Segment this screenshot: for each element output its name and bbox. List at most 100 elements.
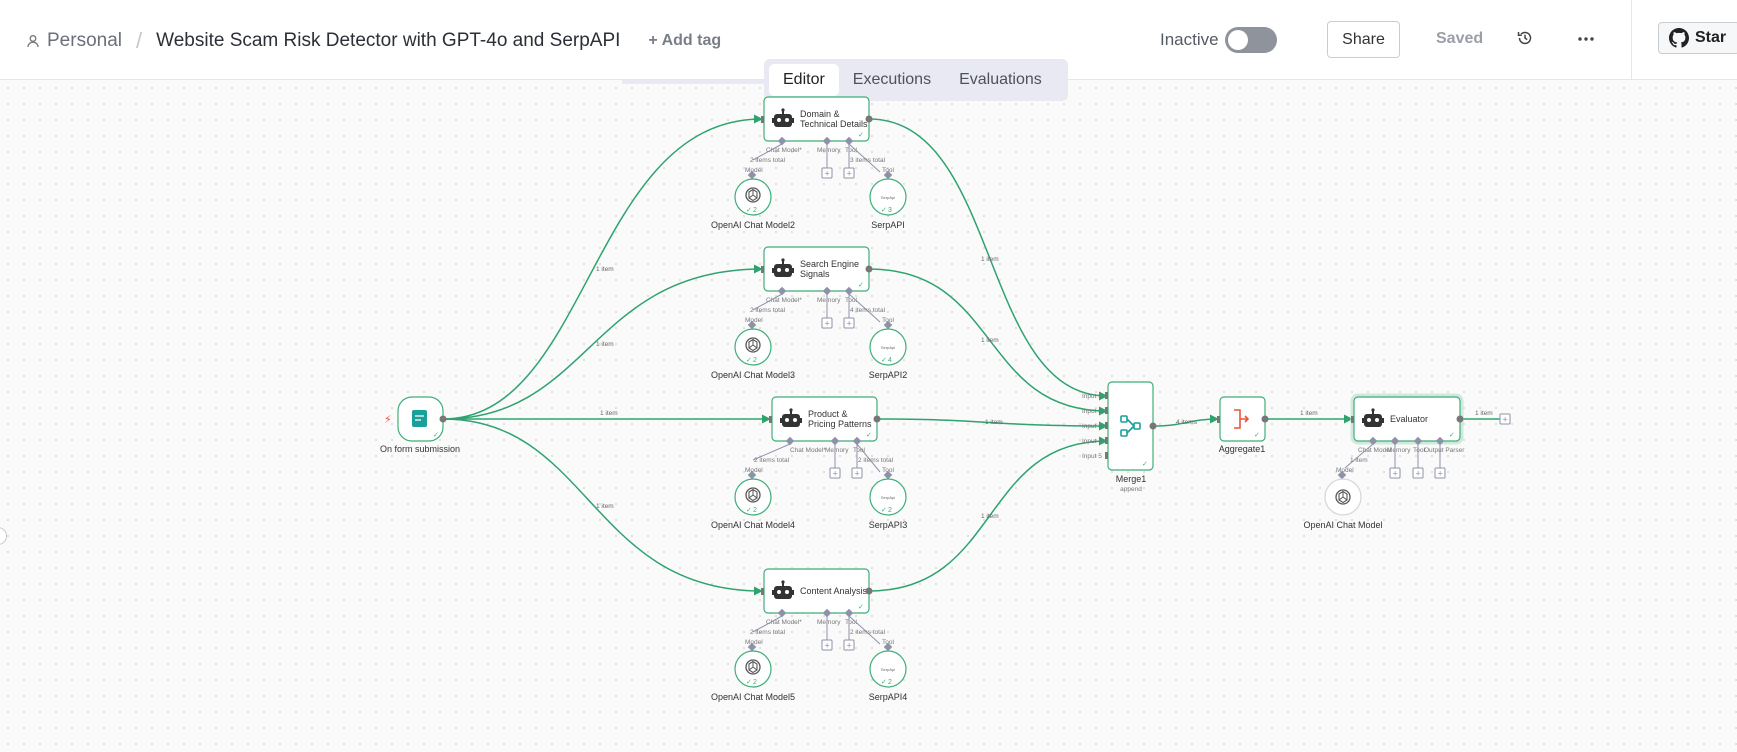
svg-text:✓: ✓ bbox=[1142, 461, 1148, 468]
openai-model-node-3[interactable]: Model ✓ 2 OpenAI Chat Model3 bbox=[711, 317, 795, 380]
svg-text:✓: ✓ bbox=[881, 679, 887, 686]
openai-model-node-eval[interactable]: Model OpenAI Chat Model bbox=[1303, 467, 1382, 530]
svg-text:Chat Model*: Chat Model* bbox=[766, 147, 802, 154]
add-tag-button[interactable]: + Add tag bbox=[648, 32, 722, 49]
agent-node-domain[interactable]: Domain & Technical Details ✓ Chat Model*… bbox=[750, 96, 886, 179]
saved-status: Saved bbox=[1436, 30, 1484, 47]
svg-text:Tool: Tool bbox=[1413, 447, 1425, 454]
agent-node-product[interactable]: Product & Pricing Patterns ✓ Chat Model*… bbox=[752, 396, 894, 479]
svg-text:Input 5: Input 5 bbox=[1082, 453, 1102, 460]
svg-text:Memory: Memory bbox=[825, 447, 849, 454]
svg-text:✓: ✓ bbox=[866, 432, 872, 439]
svg-text:2 items total: 2 items total bbox=[750, 307, 786, 314]
svg-text:Memory: Memory bbox=[817, 297, 841, 304]
wire-label: 1 item bbox=[596, 266, 614, 273]
header-divider bbox=[1631, 0, 1632, 80]
agent-label: Domain & bbox=[800, 109, 840, 119]
tab-executions[interactable]: Executions bbox=[852, 71, 932, 88]
svg-text:2: 2 bbox=[753, 679, 757, 686]
svg-text:✓: ✓ bbox=[746, 507, 752, 514]
svg-text:3 items total: 3 items total bbox=[850, 157, 886, 164]
serpapi-node-4[interactable]: Tool SerpApi ✓ 2 SerpAPI4 bbox=[869, 639, 908, 702]
serpapi-node-2[interactable]: Tool SerpApi ✓ 4 SerpAPI2 bbox=[869, 317, 908, 380]
openai-model-node-4[interactable]: Model ✓ 2 OpenAI Chat Model4 bbox=[711, 467, 795, 530]
svg-text:✓: ✓ bbox=[1254, 432, 1260, 439]
svg-text:2: 2 bbox=[753, 207, 757, 214]
svg-text:2: 2 bbox=[753, 357, 757, 364]
aggregate-node[interactable]: ✓ Aggregate1 bbox=[1217, 396, 1269, 454]
svg-text:Tool: Tool bbox=[882, 167, 894, 174]
svg-text:Model: Model bbox=[745, 317, 763, 324]
connection-wires bbox=[442, 114, 1500, 596]
aggregate-label: Aggregate1 bbox=[1219, 444, 1266, 454]
view-tabs: Editor Executions Evaluations bbox=[764, 59, 1068, 101]
wire-label: 1 item bbox=[985, 419, 1003, 426]
svg-text:2 items total: 2 items total bbox=[858, 457, 894, 464]
svg-text:Tool: Tool bbox=[853, 447, 865, 454]
github-star-button[interactable]: Star bbox=[1658, 22, 1737, 54]
svg-text:Chat Model: Chat Model bbox=[1358, 447, 1392, 454]
trigger-node[interactable]: ⚡ ✓ On form submission bbox=[380, 396, 460, 454]
svg-text:✓: ✓ bbox=[858, 604, 864, 611]
svg-text:Memory: Memory bbox=[1387, 447, 1411, 454]
serpapi-label: SerpAPI bbox=[871, 220, 905, 230]
serpapi-label: SerpAPI2 bbox=[869, 370, 908, 380]
project-link[interactable]: Personal bbox=[47, 30, 122, 51]
wire-label: 1 item bbox=[981, 513, 999, 520]
add-node-button[interactable] bbox=[1499, 413, 1511, 425]
svg-text:Input 4: Input 4 bbox=[1082, 438, 1102, 445]
breadcrumb: Personal / Website Scam Risk Detector wi… bbox=[26, 28, 721, 54]
wire-label: 1 item bbox=[1300, 410, 1318, 417]
active-status-label: Inactive bbox=[1160, 30, 1219, 49]
agent-label: Product & bbox=[808, 409, 848, 419]
agent-label: Evaluator bbox=[1390, 414, 1428, 424]
tab-editor[interactable]: Editor bbox=[769, 64, 839, 96]
serpapi-logo: SerpApi bbox=[881, 667, 895, 672]
tab-evaluations[interactable]: Evaluations bbox=[959, 71, 1042, 88]
workflow-name[interactable]: Website Scam Risk Detector with GPT-4o a… bbox=[156, 30, 621, 51]
svg-text:Tool: Tool bbox=[845, 297, 857, 304]
wire-label: 1 item bbox=[1475, 410, 1493, 417]
merge-label: Merge1 bbox=[1116, 474, 1147, 484]
serpapi-node-1[interactable]: Tool SerpApi ✓ 3 SerpAPI bbox=[869, 167, 907, 230]
svg-text:2 items total: 2 items total bbox=[754, 457, 790, 464]
agent-label: Search Engine bbox=[800, 259, 859, 269]
more-options-icon[interactable] bbox=[1576, 29, 1596, 49]
svg-text:2 items total: 2 items total bbox=[850, 629, 886, 636]
svg-text:4 items total: 4 items total bbox=[850, 307, 886, 314]
svg-text:+: + bbox=[825, 169, 830, 179]
active-toggle[interactable] bbox=[1225, 27, 1277, 53]
history-icon[interactable] bbox=[1516, 29, 1534, 47]
svg-text:Tool: Tool bbox=[845, 619, 857, 626]
merge-node[interactable]: ✓ Input 1 Input 2 Input 3 Input 4 Input … bbox=[1082, 381, 1157, 493]
openai-model-node-2[interactable]: Model ✓ 2 OpenAI Chat Model2 bbox=[711, 167, 795, 230]
wire-label: 4 items bbox=[1176, 419, 1198, 426]
svg-text:✓: ✓ bbox=[881, 207, 887, 214]
breadcrumb-separator: / bbox=[136, 28, 143, 53]
svg-text:✓: ✓ bbox=[433, 432, 439, 439]
svg-text:Model: Model bbox=[1336, 467, 1354, 474]
svg-text:Tool: Tool bbox=[845, 147, 857, 154]
wire-label: 1 item bbox=[600, 410, 618, 417]
svg-text:✓: ✓ bbox=[746, 357, 752, 364]
form-icon bbox=[412, 410, 427, 427]
merge-icon bbox=[1120, 415, 1141, 437]
agent-label: Signals bbox=[800, 269, 830, 279]
svg-text:Input 1: Input 1 bbox=[1082, 393, 1102, 400]
svg-text:+: + bbox=[847, 641, 852, 651]
svg-text:+: + bbox=[825, 641, 830, 651]
serpapi-node-3[interactable]: Tool SerpApi ✓ 2 SerpAPI3 bbox=[869, 467, 908, 530]
share-button[interactable]: Share bbox=[1327, 21, 1400, 58]
serpapi-logo: SerpApi bbox=[881, 195, 895, 200]
aggregate-icon bbox=[1234, 409, 1250, 429]
wire-label: 1 item bbox=[596, 503, 614, 510]
wire-label: 1 item bbox=[596, 341, 614, 348]
agent-node-search[interactable]: Search Engine Signals ✓ Chat Model* Memo… bbox=[750, 246, 886, 329]
wire-label: 1 item bbox=[981, 337, 999, 344]
svg-text:Input 3: Input 3 bbox=[1082, 423, 1102, 430]
serpapi-logo: SerpApi bbox=[881, 495, 895, 500]
agent-node-content[interactable]: Content Analysis ✓ Chat Model* Memory To… bbox=[750, 568, 886, 651]
evaluator-node[interactable]: Evaluator ✓ Chat Model Memory Tool Outpu… bbox=[1344, 393, 1511, 479]
wire-label: 1 item bbox=[981, 256, 999, 263]
openai-model-node-5[interactable]: Model ✓ 2 OpenAI Chat Model5 bbox=[711, 639, 795, 702]
